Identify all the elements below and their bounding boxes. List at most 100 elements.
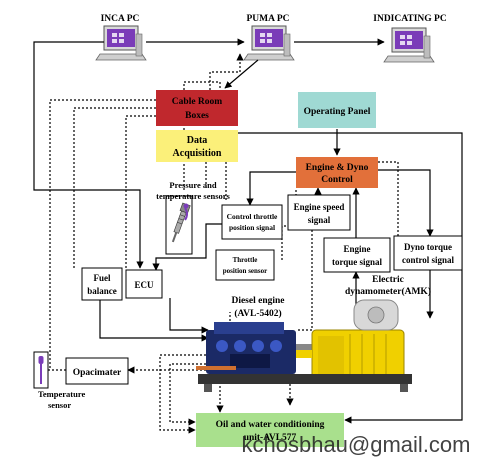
svg-text:Temperature: Temperature <box>38 389 85 399</box>
inca-pc-label: INCA PC <box>101 14 140 24</box>
svg-text:Throttle: Throttle <box>233 256 258 264</box>
svg-text:position signal: position signal <box>229 223 275 232</box>
control-left-line <box>246 171 296 206</box>
engine-torque-box: Engine torque signal <box>323 237 391 273</box>
svg-text:Diesel engine: Diesel engine <box>231 296 284 306</box>
throttle-sensor-line2: position sensor <box>223 267 268 275</box>
dyno-label-line2: dynamometer(AMK) <box>345 286 431 297</box>
opacimeter-box: Opacimater <box>65 357 129 385</box>
svg-text:position sensor: position sensor <box>223 267 268 275</box>
puma-pc: PUMA PC <box>243 14 295 61</box>
control-throttle-line2: position signal <box>229 223 275 232</box>
engine-speed-line2: signal <box>308 215 331 225</box>
svg-text:control signal: control signal <box>402 255 455 265</box>
pressure-temp-label-line2: temperature sensors <box>156 191 230 201</box>
opacimeter-label: Opacimater <box>73 368 122 378</box>
test-bed-base <box>196 366 412 392</box>
svg-text:torque signal: torque signal <box>332 257 383 267</box>
diesel-engine-illustration <box>206 322 314 374</box>
fuel-balance-box: Fuel balance <box>81 267 123 301</box>
throttle-sensor-box: Throttle position sensor <box>215 249 275 281</box>
engine-torque-line1: Engine <box>343 244 370 254</box>
ecu-engine-line <box>169 298 209 334</box>
electric-dynamometer-illustration <box>296 299 405 381</box>
operating-panel: Operating Panel <box>298 92 376 128</box>
puma-pc-icon <box>243 25 295 61</box>
oil-water-line1: Oil and water conditioning <box>216 420 325 430</box>
watermark: kchosbhau@gmail.com <box>242 432 471 457</box>
temp-sensor-label-line2: sensor <box>48 400 71 410</box>
svg-text:Cable Room: Cable Room <box>172 97 222 107</box>
puma-cable-line <box>224 59 259 89</box>
dotted-control-right <box>378 161 399 236</box>
svg-text:(AVL-5402): (AVL-5402) <box>234 308 281 319</box>
svg-text:Dyno torque: Dyno torque <box>404 242 452 252</box>
cable-room-line1: Cable Room <box>172 97 222 107</box>
ecu-box: ECU <box>125 269 163 299</box>
svg-text:Engine & Dyno: Engine & Dyno <box>306 163 369 173</box>
temp-sensor-label-line1: Temperature <box>38 389 85 399</box>
fuel-balance-line2: balance <box>87 286 117 296</box>
engine-speed-box: Engine speed signal <box>287 194 351 231</box>
daq-line1: Data <box>187 135 208 146</box>
cable-room-line2: Boxes <box>185 111 209 121</box>
oil-water-line2: unit-AVL577 <box>244 433 297 443</box>
inca-pc-icon <box>95 25 147 61</box>
cable-room-boxes: Cable Room Boxes <box>156 90 238 126</box>
svg-text:Data: Data <box>187 135 208 146</box>
control-dyno-torque-line <box>378 169 434 237</box>
dotted-throttle-sensor <box>281 225 292 260</box>
svg-text:Control throttle: Control throttle <box>227 212 278 221</box>
indicating-pc: INDICATING PC <box>373 14 447 63</box>
svg-text:Engine: Engine <box>343 244 370 254</box>
control-throttle-line1: Control throttle <box>227 212 278 221</box>
ecu-label: ECU <box>134 280 154 290</box>
svg-text:Control: Control <box>321 175 353 185</box>
dyno-torque-box: Dyno torque control signal <box>393 235 463 271</box>
indicating-pc-icon <box>383 27 435 63</box>
svg-text:Engine speed: Engine speed <box>294 202 345 212</box>
svg-text:Boxes: Boxes <box>185 111 209 121</box>
dotted-cable-to-puma <box>209 53 244 90</box>
diesel-engine-line1: Diesel engine <box>231 296 284 306</box>
throttle-ecu-line <box>152 223 222 271</box>
engine-torque-line2: torque signal <box>332 257 383 267</box>
svg-text:Acquisition: Acquisition <box>173 148 222 159</box>
svg-text:Oil and water conditioning: Oil and water conditioning <box>216 420 325 430</box>
diesel-engine-line2: (AVL-5402) <box>234 308 281 319</box>
control-line1: Engine & Dyno <box>306 163 369 173</box>
throttle-sensor-line1: Throttle <box>233 256 258 264</box>
dotted-left-inner <box>73 107 156 268</box>
fuel-balance-line1: Fuel <box>94 273 111 283</box>
inca-ecu-line <box>33 41 144 269</box>
puma-pc-label: PUMA PC <box>246 14 289 24</box>
operating-panel-label: Operating Panel <box>304 107 371 117</box>
control-line2: Control <box>321 175 353 185</box>
dotted-left-outer <box>40 99 156 371</box>
engine-speed-line1: Engine speed <box>294 202 345 212</box>
engine-dyno-control: Engine & Dyno Control <box>296 157 378 188</box>
svg-text:balance: balance <box>87 286 117 296</box>
svg-text:signal: signal <box>308 215 331 225</box>
data-acquisition: Data Acquisition <box>156 130 238 162</box>
fuel-engine-line <box>99 300 209 342</box>
svg-text:sensor: sensor <box>48 400 71 410</box>
dotted-engine-speed-down <box>296 230 313 331</box>
daq-right-line <box>238 132 463 424</box>
dotted-engine-bottom-2 <box>169 363 206 426</box>
svg-text:unit-AVL577: unit-AVL577 <box>244 433 297 443</box>
svg-text:Electric: Electric <box>372 275 404 285</box>
indicating-pc-label: INDICATING PC <box>373 14 447 24</box>
dyno-torque-line1: Dyno torque <box>404 242 452 252</box>
pressure-temp-sensor-icon <box>165 195 193 255</box>
svg-text:Fuel: Fuel <box>94 273 111 283</box>
control-throttle-box: Control throttle position signal <box>221 204 283 240</box>
inca-pc: INCA PC <box>95 14 147 61</box>
pressure-temp-label-line1: Pressure and <box>169 180 216 190</box>
svg-text:dynamometer(AMK): dynamometer(AMK) <box>345 286 431 297</box>
daq-line2: Acquisition <box>173 148 222 159</box>
svg-text:Pressure and: Pressure and <box>169 180 216 190</box>
dyno-torque-line2: control signal <box>402 255 455 265</box>
